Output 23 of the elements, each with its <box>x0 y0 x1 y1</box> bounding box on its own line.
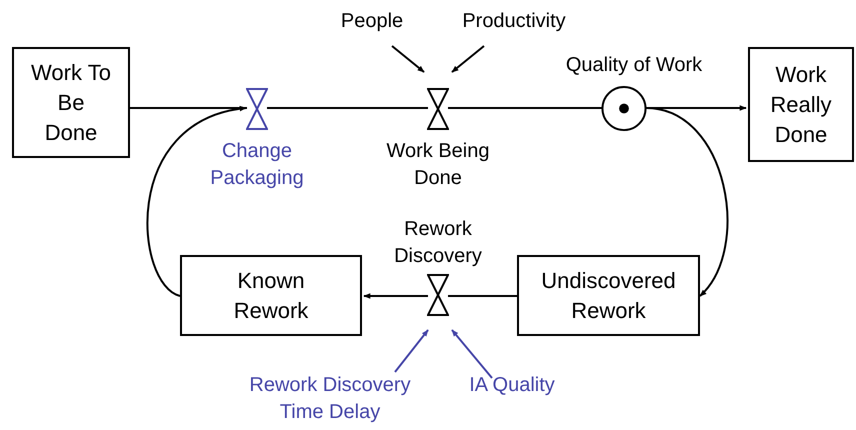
node-label: People <box>340 9 404 34</box>
node-label: Quality of Work <box>566 53 702 78</box>
arrow <box>391 45 425 73</box>
node-label: IA Quality <box>469 373 555 398</box>
node-label: Undiscovered Rework <box>540 266 677 324</box>
node-label: Rework Discovery Time Delay <box>248 373 412 425</box>
arrow <box>146 106 247 297</box>
stock-box <box>180 255 362 336</box>
node-label: Work Being Done <box>385 139 490 191</box>
node-label: Change Packaging <box>209 139 305 191</box>
stock-box <box>12 47 130 158</box>
arrow <box>394 329 429 373</box>
node-label: Known Rework <box>232 266 310 324</box>
stock-box <box>748 47 854 162</box>
arrow <box>646 107 728 297</box>
arrow <box>451 45 485 73</box>
node-label: Work To Be Done <box>30 58 112 146</box>
node-label: Productivity <box>462 9 566 34</box>
node-label: Work Really Done <box>769 60 833 148</box>
node-label: Rework Discovery <box>393 217 483 269</box>
stock-box <box>517 255 700 336</box>
arrow <box>451 329 493 379</box>
arrow <box>363 293 428 299</box>
